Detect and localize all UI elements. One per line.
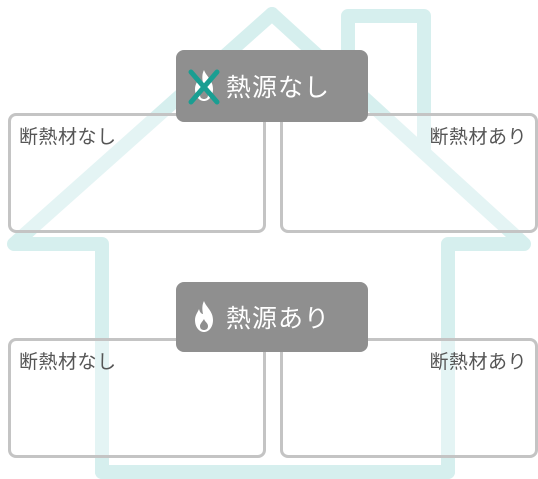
box-heat-no-insulation: 断熱材なし	[8, 338, 266, 458]
heading-text: 熱源なし	[226, 73, 331, 102]
flame-crossed-icon	[188, 69, 220, 105]
heading-text: 熱源あり	[226, 304, 331, 333]
heading-no-heat-source: 熱源なし	[176, 50, 368, 122]
box-label: 断熱材なし	[19, 126, 117, 148]
box-heat-with-insulation: 断熱材あり	[280, 338, 538, 458]
box-label: 断熱材なし	[19, 351, 117, 373]
box-no-heat-no-insulation: 断熱材なし	[8, 113, 266, 233]
box-label: 断熱材あり	[429, 351, 527, 373]
heading-with-heat-source: 熱源あり	[176, 282, 368, 352]
box-no-heat-with-insulation: 断熱材あり	[280, 113, 538, 233]
flame-icon	[195, 301, 213, 332]
box-label: 断熱材あり	[429, 126, 527, 148]
